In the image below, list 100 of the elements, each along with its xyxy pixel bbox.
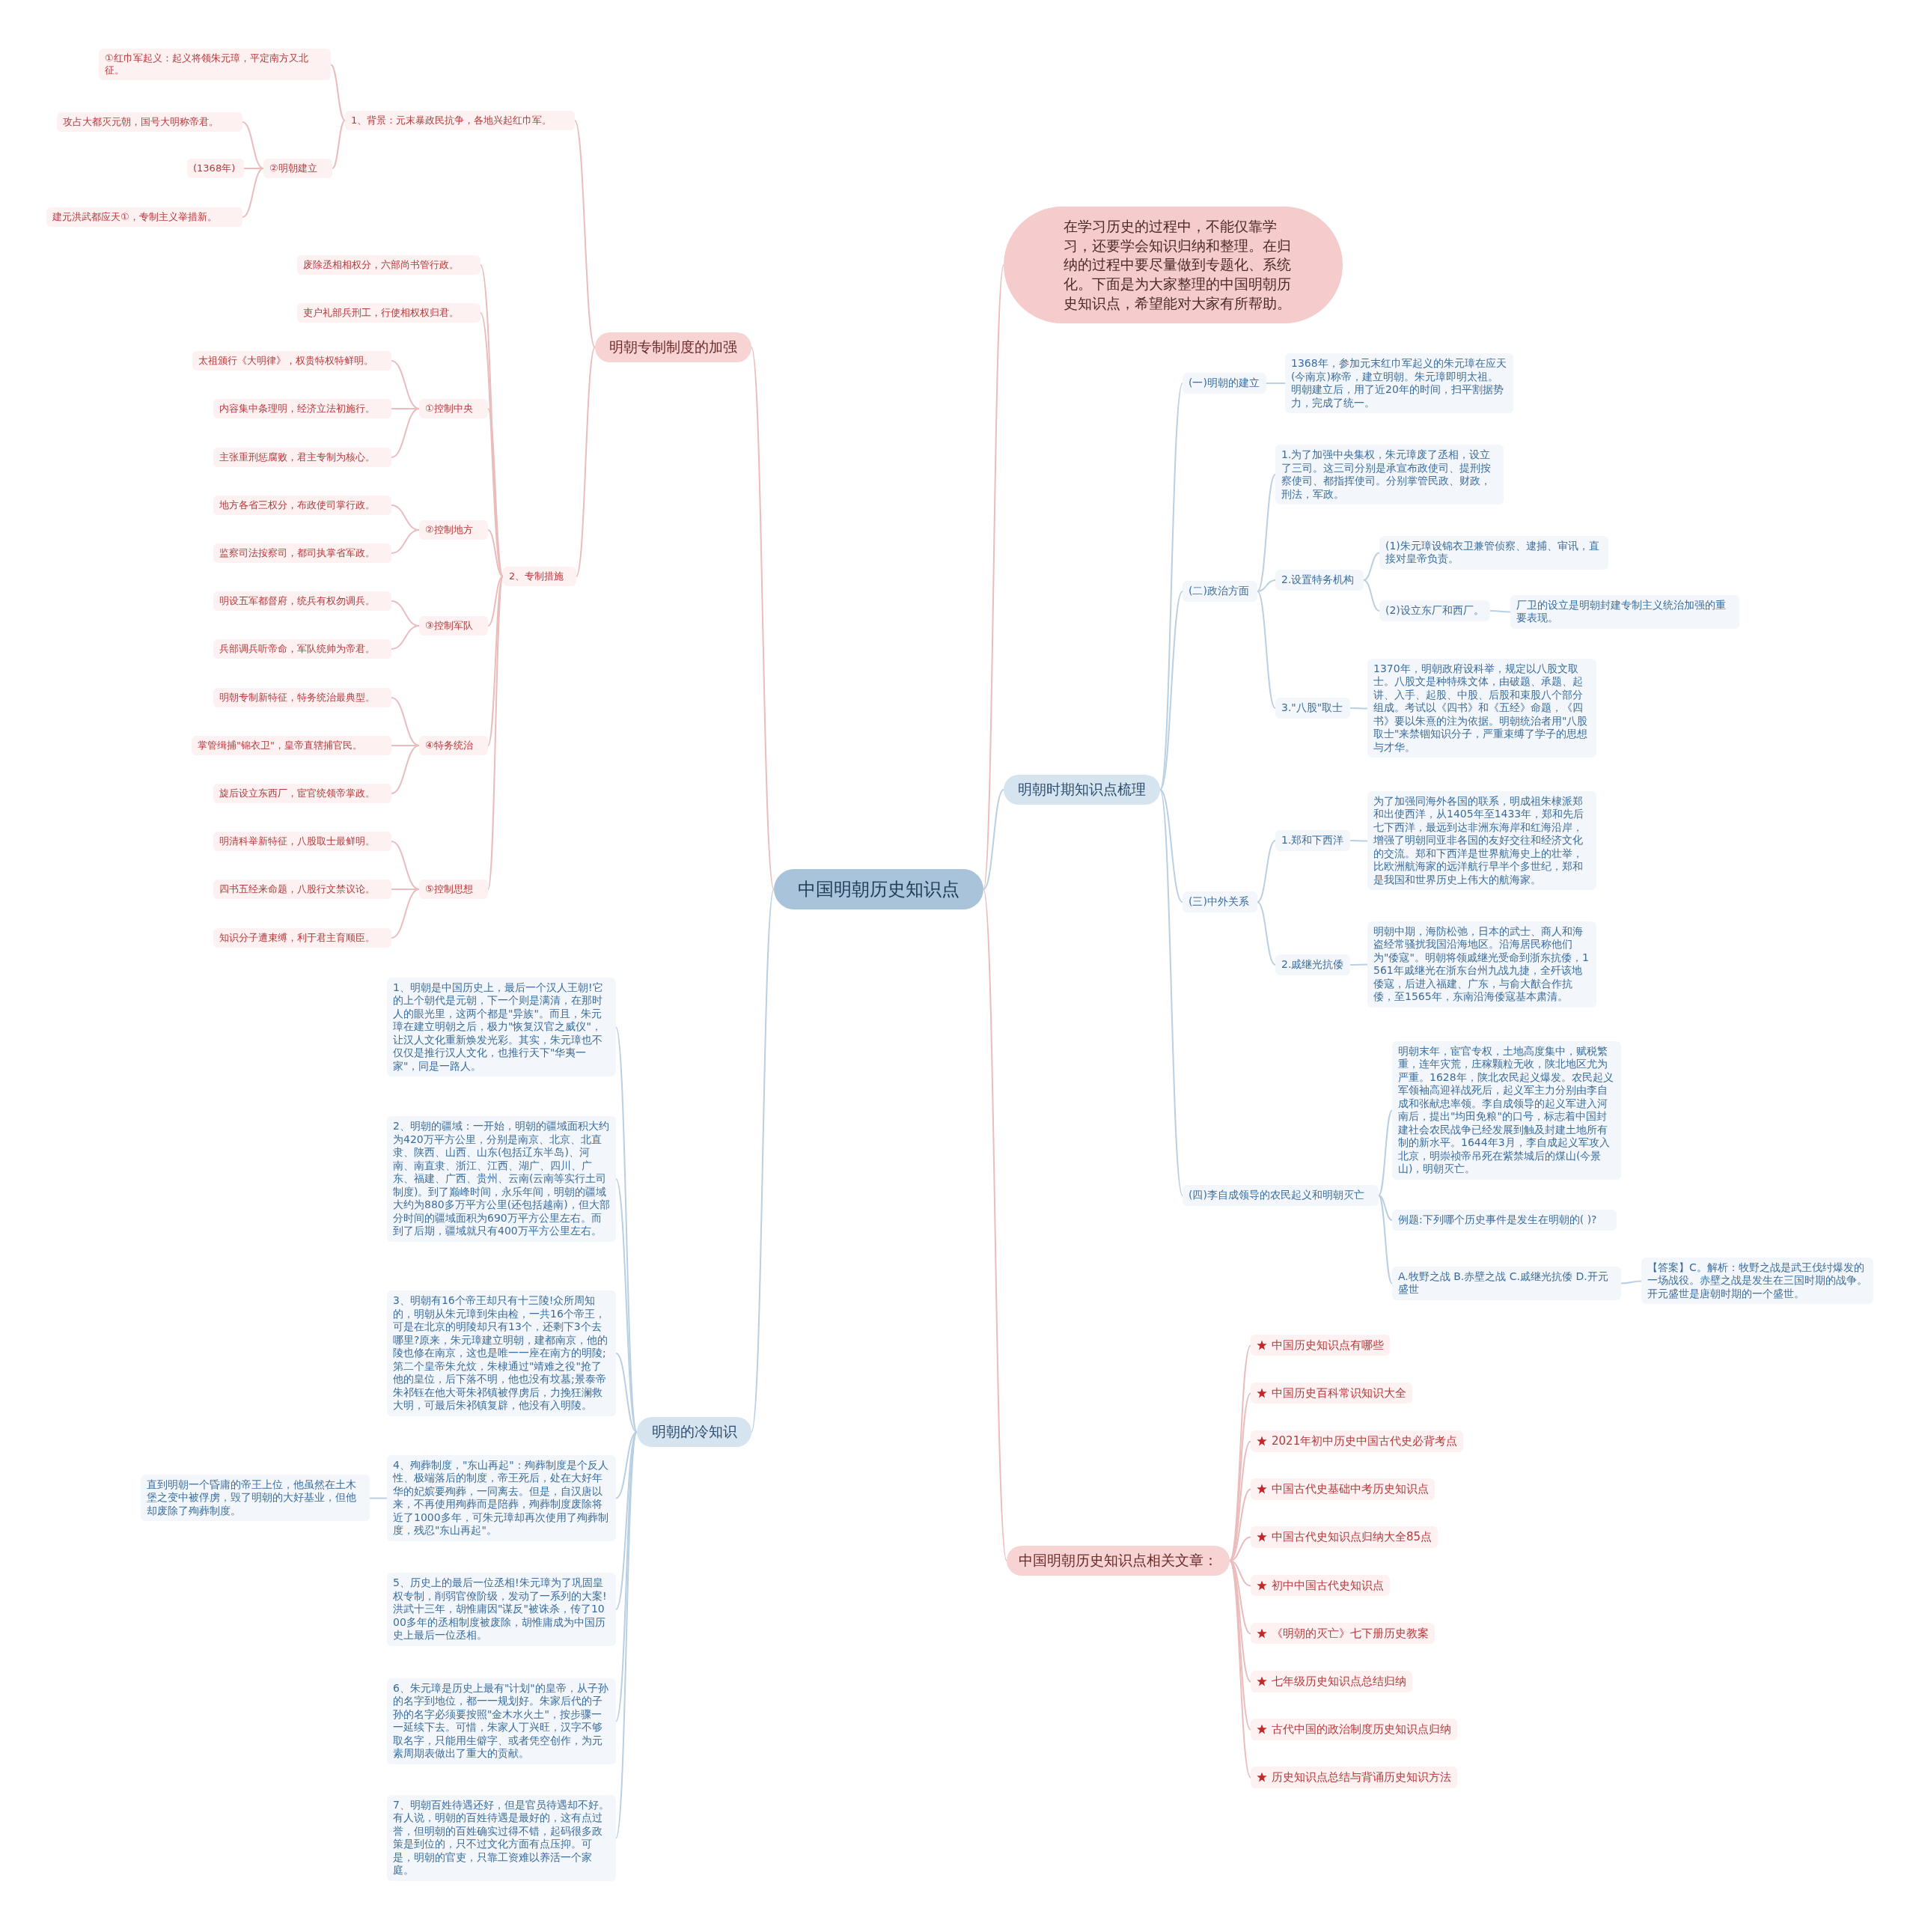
connector-line	[1363, 579, 1380, 612]
topic-box: 4、殉葬制度，"东山再起"：殉葬制度是个反人性、极端落后的制度，帝王死后，处在大好年华的妃嫔要殉葬，一同离去。但是，自汉唐以来，不再使用殉葬而是陪葬，殉葬制度废除将近了1000多年，可朱元璋却再次使用了殉葬制度，残忍"东山再起"。	[387, 1454, 616, 1541]
connector-line	[1363, 552, 1380, 581]
topic-box: 2.设置特务机构	[1275, 570, 1364, 591]
connector-line	[487, 576, 504, 746]
central-topic: 中国明朝历史知识点	[774, 869, 983, 909]
topic-box: 1370年，明朝政府设科举，规定以八股文取士。八股文是种特殊文体，由破题、承题、起讲、入手、起股、中股、后股和束股八个部分组成。考试以《四书》和《五经》命题，《四书》要以朱熹的注为依据。明朝统治者用"八股取士"来禁锢知识分子，严重束缚了学子的思想与才华。	[1367, 658, 1596, 758]
connector-line	[391, 408, 420, 458]
topic-box: ④特务统治	[419, 736, 488, 756]
connector-line	[1257, 840, 1276, 903]
article-title: 《明朝的灭亡》七下册历史教案	[1272, 1626, 1429, 1640]
connector-line	[1378, 1195, 1393, 1221]
connector-line	[242, 121, 264, 169]
topic-box: 直到明朝一个昏庸的帝王上位，他虽然在土木堡之变中被俘虏，毁了明朝的大好基业，但他却废除了殉葬制度。	[141, 1474, 370, 1521]
topic-box: 知识分子遭束缚，利于君主育顺臣。	[213, 928, 391, 948]
topic-box: 1.为了加强中央集权，朱元璋废了丞相，设立了三司。这三司分别是承宣布政使司、提刑按察使司、都指挥使司。分别掌管民政、财政，刑法，军政。	[1275, 445, 1504, 505]
topic-box: 1、明朝是中国历史上，最后一个汉人王朝!它的上个朝代是元朝，下一个则是满清，在那时人的眼光里，这两个都是"异族"。而且，朱元璋在建立明朝之后，极力"恢复汉官之威仪"，让汉人文化重新焕发光彩。其实，朱元璋也不仅仅是推行汉人文化，也推行天下"华夷一家"，同是一路人。	[387, 977, 616, 1076]
topic-box: 明朝末年，宦官专权，土地高度集中，赋税繁重，连年灾荒，庄稼颗粒无收，陕北地区尤为严重。1628年，陕北农民起义爆发。农民起义军领袖高迎祥战死后，起义军主力分别由李自成和张献忠率领。李自成领导的起义军进入河南后，提出"均田免粮"的口号，标志着中国封建社会农民战争已经发展到触及封建土地所有制的新水平。1644年3月，李自成起义军攻入北京，明崇祯帝吊死在紫禁城后的煤山(今景山)，明朝灭亡。	[1392, 1040, 1621, 1180]
topic-box: ②明朝建立	[263, 159, 332, 179]
connector-line	[576, 347, 596, 577]
connector-line	[983, 264, 1004, 890]
article-link-box	[1251, 1574, 1390, 1597]
connector-line	[1159, 789, 1183, 1196]
branch-topic: 明朝时期知识点梳理	[1004, 775, 1160, 805]
topic-box: 5、历史上的最后一位丞相!朱元璋为了巩固皇权专制，削弱官僚阶级，发动了一系列的大案!洪武十三年，胡惟庸因"谋反"被诛杀，传了1000多年的丞相制度被废除，胡惟庸成为中国历史上最后一位丞相。	[387, 1573, 616, 1646]
topic-box: 旋后设立东西厂，宦官统领帝掌政。	[213, 784, 391, 804]
topic-box: 1、背景：元末暴政民抗争，各地兴起红巾军。	[345, 111, 575, 131]
connector-line	[487, 529, 504, 577]
topic-box: 1.郑和下西洋	[1275, 830, 1350, 851]
connector-line	[1229, 1560, 1251, 1731]
connector-line	[1349, 707, 1368, 710]
branch-topic: 明朝的冷知识	[637, 1417, 751, 1447]
topic-box: 内容集中条理明，经济立法初施行。	[213, 399, 391, 419]
article-link-box	[1251, 1382, 1412, 1404]
connector-line	[1378, 1195, 1393, 1285]
topic-box: A.牧野之战 B.赤壁之战 C.戚继光抗倭 D.开元盛世	[1392, 1266, 1621, 1300]
topic-box: 太祖颁行《大明律》，权贵特权特鲜明。	[192, 351, 391, 371]
connector-line	[369, 1497, 388, 1499]
connector-line	[487, 576, 504, 627]
connector-line	[1257, 591, 1276, 709]
connector-line	[1378, 1109, 1393, 1196]
connector-line	[983, 889, 1007, 1561]
connector-line	[391, 360, 420, 409]
article-title: 历史知识点总结与背诵历史知识方法	[1272, 1770, 1451, 1785]
topic-box: 地方各省三权分，布政使司掌行政。	[213, 496, 391, 516]
topic-box: 3、明朝有16个帝王却只有十三陵!众所周知的，明朝从朱元璋到朱由检，一共16个帝王，可是在北京的明陵却只有13个，还剩下3个去哪里?原来，朱元璋建立明朝，建都南京，他的陵也修在南京，这也是唯一一座在南方的明陵;第二个皇帝朱允炆，朱棣通过"靖难之役"抢了他的皇位，后下落不明，他也没有坟墓;景泰帝朱祁钰在他大哥朱祁镇被俘虏后，力挽狂澜救大明，可最后朱祁镇复辟，他没有入明陵。	[387, 1290, 616, 1416]
connector-line	[391, 841, 420, 890]
topic-box: ②控制地方	[419, 520, 488, 540]
connector-line	[1257, 474, 1276, 592]
article-title: 中国历史知识点有哪些	[1272, 1338, 1384, 1352]
topic-box: 3."八股"取士	[1275, 698, 1350, 719]
connector-line	[751, 347, 775, 890]
connector-line	[983, 789, 1004, 890]
connector-line	[1229, 1560, 1251, 1779]
topic-box: 四书五经来命题，八股行文禁议论。	[213, 880, 391, 900]
connector-line	[1489, 610, 1511, 613]
topic-box: 建元洪武都应天①，专制主义举措新。	[46, 207, 242, 228]
article-title: 2021年初中历史中国古代史必背考点	[1272, 1433, 1458, 1448]
topic-box: 主张重刑惩腐败，君主专制为核心。	[213, 448, 391, 468]
connector-line	[615, 1178, 638, 1433]
connector-line	[391, 625, 420, 650]
topic-box: 2.戚继光抗倭	[1275, 954, 1350, 975]
topic-box: 【答案】C。解析：牧野之战是武王伐纣爆发的一场战役。赤壁之战是发生在三国时期的战争。开元盛世是唐朝时期的一个盛世。	[1641, 1257, 1873, 1304]
topic-box: 废除丞相相权分，六部尚书管行政。	[297, 255, 480, 275]
topic-box: (1)朱元璋设锦衣卫兼管侦察、逮捕、审讯，直接对皇帝负责。	[1379, 535, 1608, 570]
topic-box: ①控制中央	[419, 399, 488, 419]
connector-line	[391, 529, 420, 554]
article-title: 初中中国古代史知识点	[1272, 1578, 1384, 1592]
connector-line	[1266, 383, 1286, 384]
article-link-box	[1251, 1670, 1412, 1692]
topic-box: 明设五军都督府，统兵有权勿调兵。	[213, 591, 391, 612]
article-link-box	[1251, 1767, 1457, 1789]
connector-line	[574, 120, 596, 348]
topic-box: 兵部调兵听帝命，军队统帅为帝君。	[213, 639, 391, 659]
connector-line	[1349, 840, 1368, 842]
topic-box: ①红巾军起义：起义将领朱元璋，平定南方又北征。	[99, 48, 331, 80]
connector-line	[1349, 963, 1368, 966]
connector-line	[1159, 789, 1183, 903]
topic-box: 掌管缉捕"锦衣卫"，皇帝直辖捕官民。	[192, 736, 391, 756]
connector-line	[391, 745, 420, 794]
topic-box: 7、明朝百姓待遇还好，但是官员待遇却不好。有人说，明朝的百姓待遇是最好的，这有点过誉，但明朝的百姓确实过得不错，起码很多政策是到位的，只不过文化方面有点压抑。可是，明朝的官吏，只靠工资难以养活一个家庭。	[387, 1794, 616, 1881]
connector-line	[1229, 1392, 1251, 1561]
connector-line	[332, 120, 346, 169]
article-link-box	[1251, 1334, 1390, 1356]
connector-line	[615, 1353, 638, 1433]
branch-topic: 中国明朝历史知识点相关文章：	[1007, 1546, 1230, 1576]
connector-line	[242, 168, 264, 218]
topic-box: 1368年，参加元末红巾军起义的朱元璋在应天(今南京)称帝，建立明朝。朱元璋即明太祖。明朝建立后，用了近20年的时间，扫平割据势力，完成了统一。	[1285, 353, 1513, 413]
topic-box: ⑤控制思想	[419, 880, 488, 900]
connector-line	[1257, 579, 1276, 592]
topic-box: 2、专制措施	[503, 567, 576, 587]
connector-line	[1159, 591, 1183, 790]
topic-box: 吏户礼部兵刑工，行使相权权归君。	[297, 303, 480, 323]
article-title: 中国古代史知识点归纳大全85点	[1272, 1530, 1433, 1544]
topic-box: 明朝中期，海防松弛，日本的武士、商人和海盗经常骚扰我国沿海地区。沿海居民称他们为"倭寇"。明朝将领戚继光受命到浙东抗倭，1561年戚继光在浙东台州九战九捷，全歼该地倭寇，后进入福建、广东，与俞大猷合作抗倭，至1565年，东南沿海倭寇基本肃清。	[1367, 921, 1596, 1008]
topic-box: 明清科举新特征，八股取士最鲜明。	[213, 832, 391, 852]
topic-box: (2)设立东厂和西厂。	[1379, 600, 1490, 621]
topic-box: 2、明朝的疆域：一开始，明朝的疆域面积大约为420万平方公里，分别是南京、北京、北直隶、陕西、山西、山东(包括辽东半岛)、河南、南直隶、浙江、江西、湖广、四川、广东、福建、广西、贵州、云南(云南等实行土司制度)。到了巅峰时间，永乐年间，明朝的疆域大约为880多万平方公里(还包括越南)，但大部分时间的疆域面积为690万平方公里左右。而到了后期，疆域就只有400万平方公里左右。	[387, 1116, 616, 1242]
topic-box: (二)政治方面	[1183, 581, 1257, 602]
article-link-box	[1251, 1430, 1464, 1452]
